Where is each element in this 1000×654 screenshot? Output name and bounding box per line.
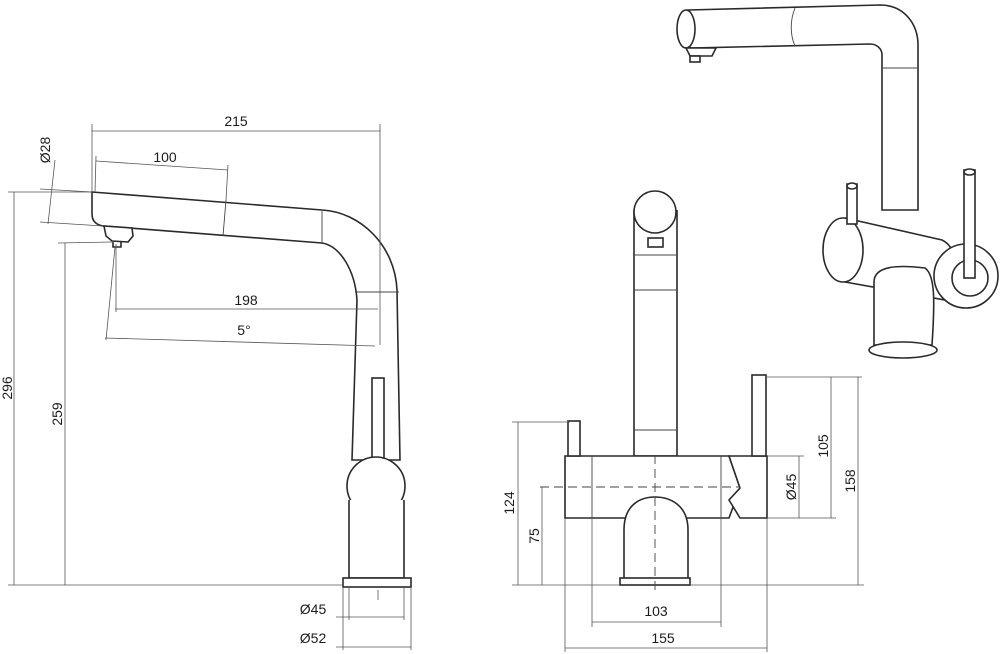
perspective-spout-end bbox=[676, 9, 696, 49]
perspective-spout-arm bbox=[687, 4, 919, 211]
dim-line-d28-b bbox=[39, 221, 104, 227]
perspective-left-lever bbox=[846, 183, 858, 225]
front-right-handle bbox=[751, 374, 767, 457]
label-dim-d45-front: Ø45 bbox=[783, 474, 799, 501]
label-dim-100: 100 bbox=[153, 149, 177, 165]
dim-ext-100-left bbox=[94, 155, 97, 193]
perspective-view bbox=[676, 4, 999, 359]
side-base-column bbox=[348, 500, 405, 579]
perspective-right-lever bbox=[963, 169, 976, 279]
front-aerator bbox=[647, 237, 664, 248]
perspective-base-column bbox=[873, 265, 935, 346]
dim-line-angle bbox=[104, 337, 376, 347]
front-view: 124 75 105 158 Ø45 103 155 bbox=[501, 190, 864, 652]
perspective-left-lever-top bbox=[846, 182, 858, 190]
label-dim-158: 158 bbox=[842, 469, 858, 493]
label-dim-124: 124 bbox=[501, 491, 517, 515]
label-dim-296: 296 bbox=[0, 376, 15, 400]
perspective-left-cap bbox=[822, 217, 864, 283]
label-dim-103: 103 bbox=[644, 603, 668, 619]
label-dim-angle: 5° bbox=[237, 322, 250, 338]
label-dim-d28: Ø28 bbox=[37, 137, 53, 164]
dim-ext-100-right bbox=[225, 164, 229, 201]
side-spout-body bbox=[91, 191, 401, 461]
label-dim-198: 198 bbox=[234, 292, 258, 308]
label-dim-75: 75 bbox=[526, 528, 542, 544]
perspective-right-lever-top bbox=[963, 168, 976, 176]
label-dim-259: 259 bbox=[49, 402, 65, 426]
front-spout-head bbox=[633, 190, 677, 234]
dim-line-d28-a bbox=[39, 188, 93, 193]
front-left-handle bbox=[567, 420, 581, 457]
side-handle-lever bbox=[371, 377, 385, 461]
side-view: 215 100 Ø28 198 5° 296 259 Ø45 Ø52 bbox=[0, 113, 412, 650]
label-dim-155: 155 bbox=[651, 630, 675, 646]
label-dim-215: 215 bbox=[224, 113, 248, 129]
label-dim-d45-side: Ø45 bbox=[300, 601, 327, 617]
dim-line-100 bbox=[95, 160, 229, 171]
side-aerator bbox=[103, 225, 134, 243]
label-dim-105: 105 bbox=[815, 434, 831, 458]
side-base-flange bbox=[342, 577, 412, 588]
perspective-aerator bbox=[689, 55, 701, 63]
side-aerator-tip bbox=[112, 242, 122, 248]
dim-ext-angle bbox=[105, 246, 116, 341]
perspective-spout-joint bbox=[790, 7, 796, 47]
side-spout-joint bbox=[222, 199, 227, 237]
perspective-spout-tip bbox=[684, 47, 718, 57]
dim-ext-259-top bbox=[57, 241, 113, 244]
label-dim-d52: Ø52 bbox=[300, 630, 327, 646]
front-base-column bbox=[623, 496, 689, 578]
perspective-base-flange bbox=[868, 341, 938, 359]
